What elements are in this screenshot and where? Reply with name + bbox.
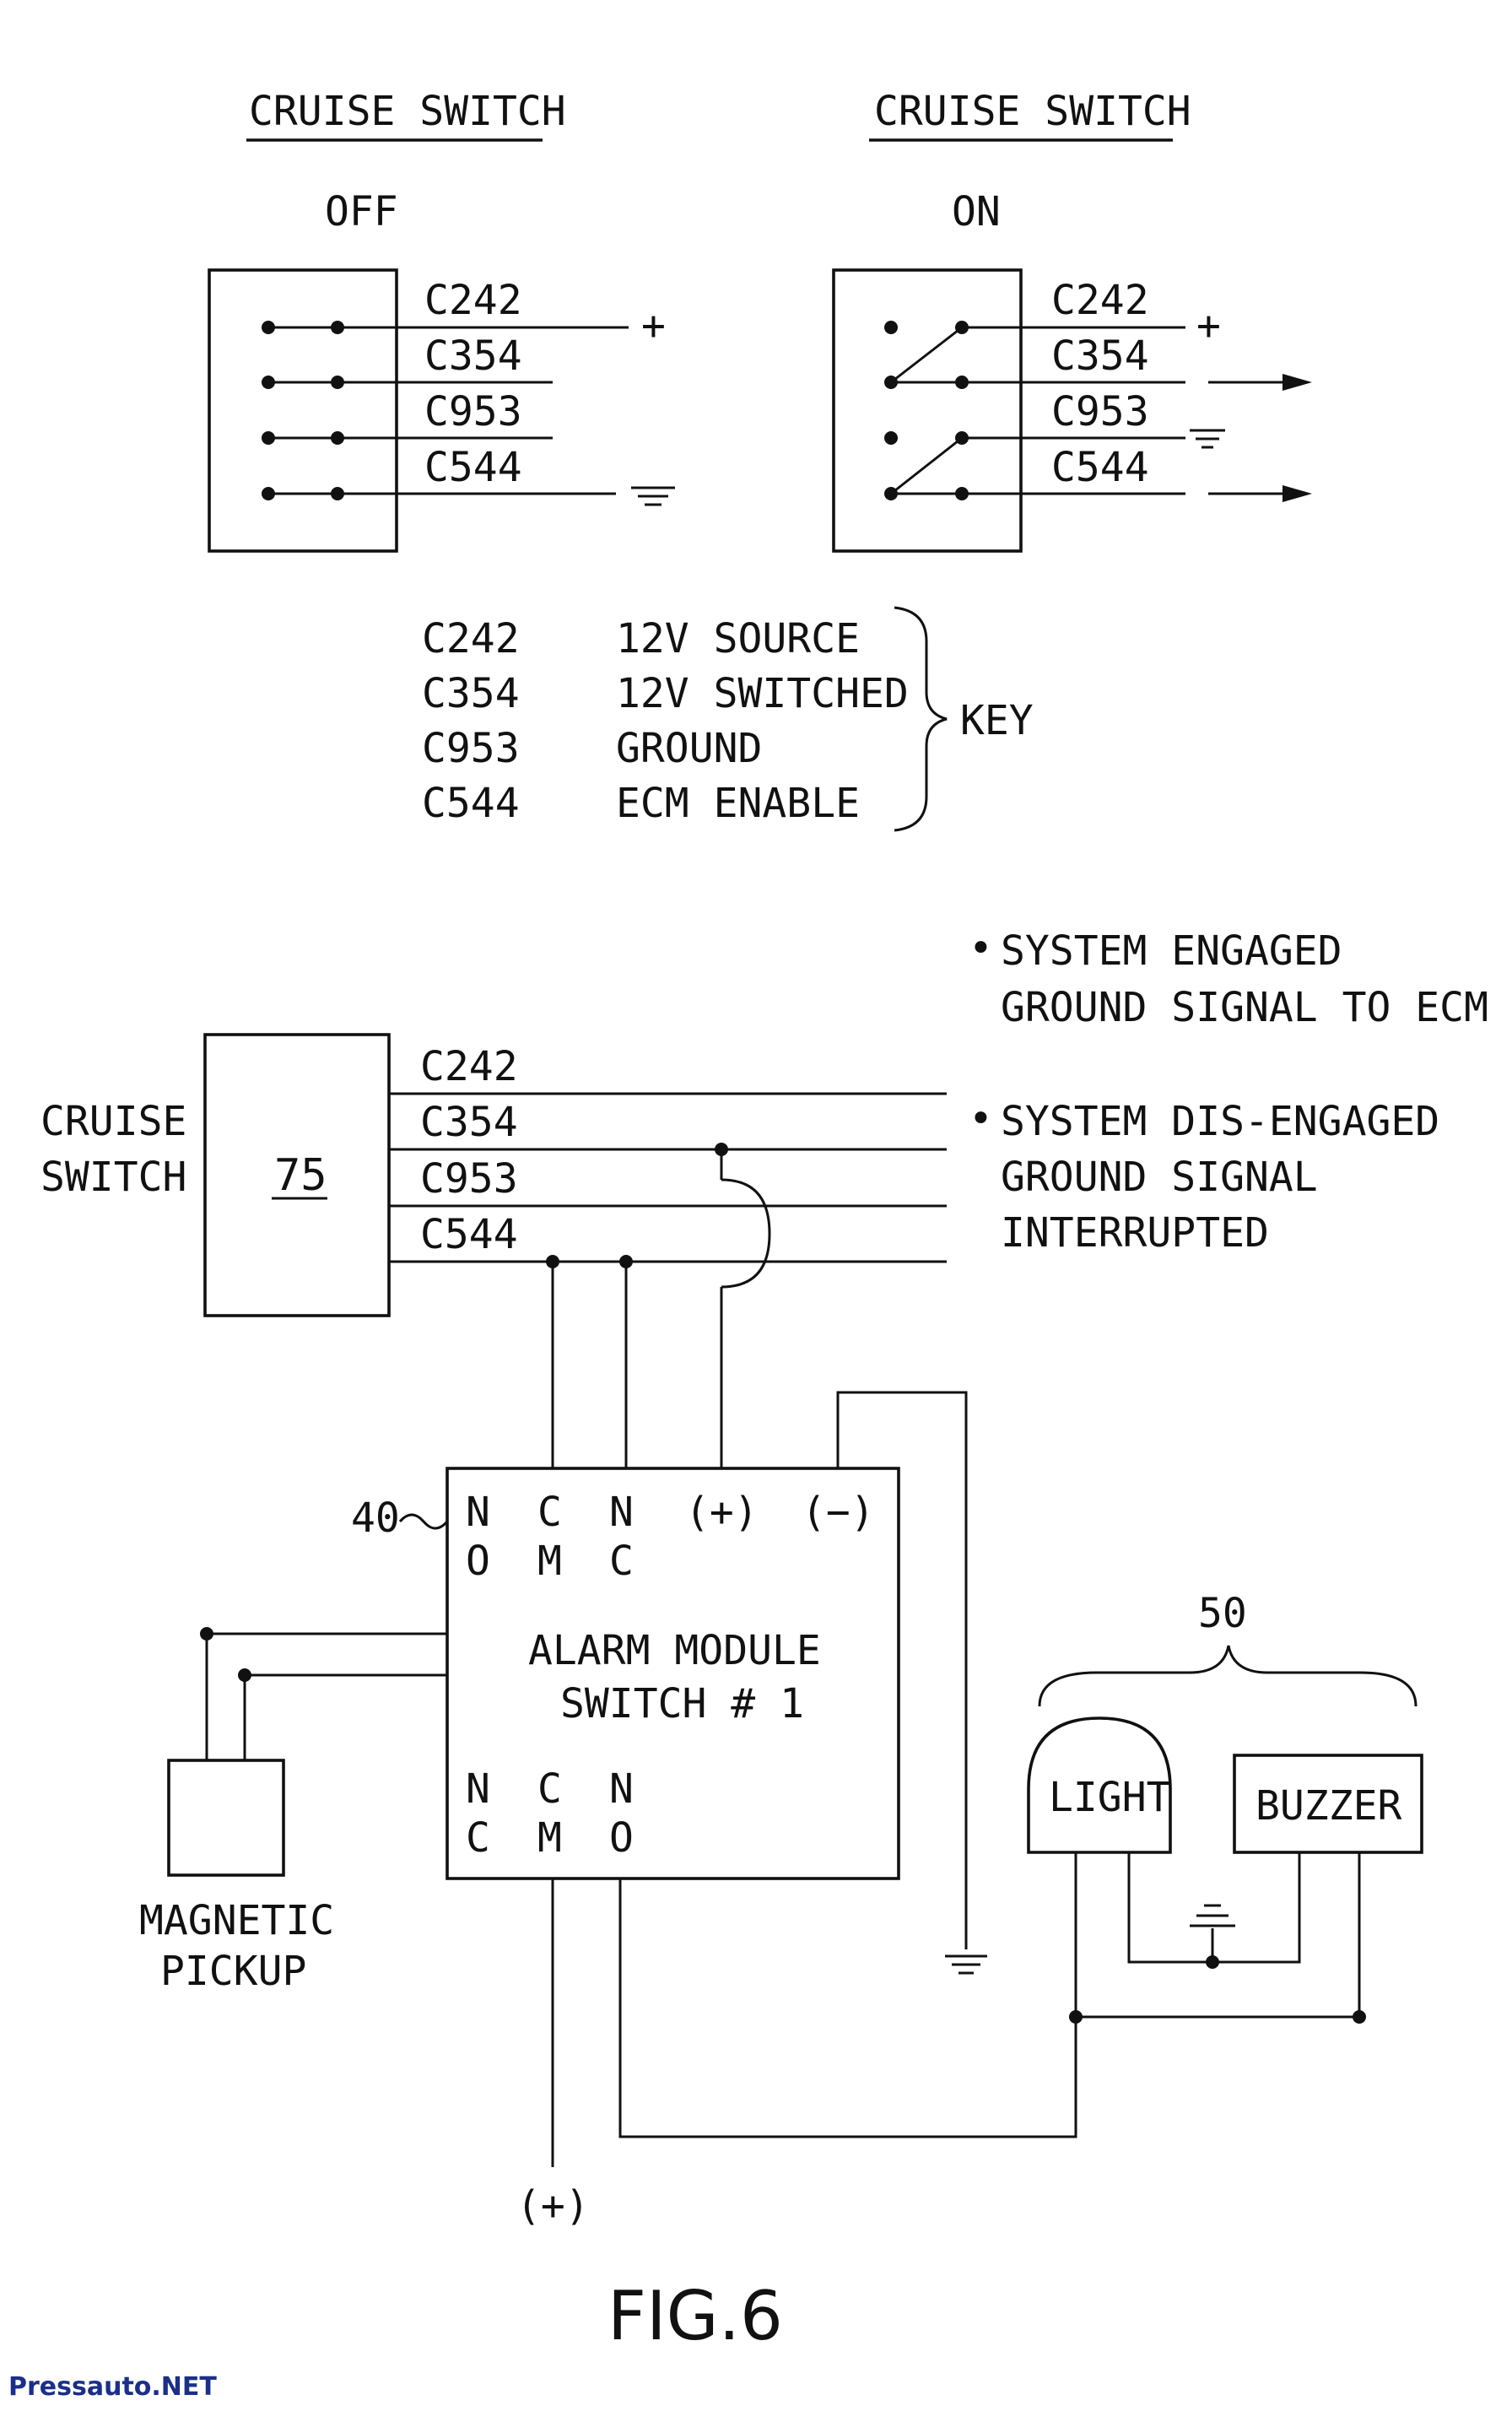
left-switch-title: CRUISE SWITCH	[249, 88, 566, 135]
disengaged-bullet: •	[969, 1095, 993, 1143]
cruise-switch-box	[203, 1033, 391, 1317]
pickup-wires	[200, 1627, 447, 1760]
lower-contact-c354: C354	[420, 1099, 518, 1146]
term-top-2a: C	[537, 1489, 562, 1536]
magnetic-pickup-label-1: MAGNETIC	[139, 1897, 334, 1944]
left-contact-c544: C544	[424, 444, 522, 491]
key-code-3: C953	[422, 725, 520, 772]
disengaged-line-3: INTERRUPTED	[1001, 1209, 1269, 1257]
alarm-module-ref-leader	[398, 1513, 449, 1530]
key-brace	[894, 606, 948, 832]
watermark: Pressauto.NET	[8, 2372, 217, 2402]
light-label: LIGHT	[1049, 1774, 1171, 1821]
magnetic-pickup-label-2: PICKUP	[160, 1948, 306, 1995]
left-ground-icon	[631, 486, 675, 506]
buzzer-label: BUZZER	[1256, 1782, 1401, 1830]
key-desc-2: 12V SWITCHED	[616, 670, 909, 717]
key-code-4: C544	[422, 780, 520, 827]
engaged-bullet: •	[969, 925, 993, 972]
lower-contact-c953: C953	[420, 1155, 518, 1203]
right-contact-c544: C544	[1051, 444, 1149, 491]
left-switch-state: OFF	[325, 188, 398, 235]
buzzer-box	[1233, 1754, 1423, 1854]
term-bot-1a: N	[466, 1765, 490, 1813]
key-desc-3: GROUND	[616, 725, 762, 772]
right-switch-box	[832, 268, 1023, 553]
right-contact-c354: C354	[1051, 332, 1149, 380]
cruise-switch-ref: 75	[274, 1150, 327, 1201]
right-switch-contacts	[884, 321, 1185, 500]
supply-plus-label: (+)	[516, 2182, 590, 2230]
indicator-brace	[1038, 1645, 1418, 1707]
lower-contact-c544: C544	[420, 1211, 518, 1258]
module-feed-wires	[546, 1143, 968, 1949]
indicator-ground-icon	[1190, 1904, 1235, 1927]
module-output-wires	[551, 1879, 1077, 2167]
cruise-switch-label-1: CRUISE	[40, 1098, 186, 1145]
key-code-2: C354	[422, 670, 520, 717]
left-contact-c354: C354	[424, 332, 522, 380]
magnetic-pickup-box	[167, 1759, 285, 1877]
engaged-line-2: GROUND SIGNAL TO ECM	[1001, 984, 1488, 1031]
term-bot-2a: C	[537, 1765, 562, 1813]
disengaged-line-2: GROUND SIGNAL	[1001, 1154, 1318, 1201]
cruise-switch-label-2: SWITCH	[40, 1154, 186, 1201]
figure-caption: FIG.6	[608, 2277, 783, 2355]
term-bot-2b: M	[537, 1814, 562, 1862]
alarm-module-box	[446, 1467, 900, 1880]
key-code-1: C242	[422, 615, 520, 662]
indicator-wires	[1069, 1852, 1366, 2024]
left-switch-box	[208, 268, 398, 553]
alarm-module-title-1: ALARM MODULE	[528, 1627, 821, 1674]
alarm-module-ref: 40	[351, 1495, 400, 1542]
right-arrow-icon	[1208, 374, 1312, 502]
right-ground-icon	[1190, 429, 1225, 449]
term-bot-1b: C	[466, 1814, 490, 1862]
term-top-1a: N	[466, 1489, 490, 1536]
lower-contact-c242: C242	[420, 1043, 518, 1090]
key-desc-4: ECM ENABLE	[616, 780, 860, 827]
cruise-switch-lines	[389, 1092, 947, 1263]
left-switch-contacts	[262, 321, 629, 500]
right-contact-c242: C242	[1051, 277, 1149, 324]
left-contact-c953: C953	[424, 388, 522, 435]
right-contact-c953: C953	[1051, 388, 1149, 435]
right-plus-sign: +	[1196, 302, 1221, 349]
term-top-1b: O	[466, 1538, 490, 1585]
module-ground-icon	[945, 1954, 987, 1975]
term-top-3a: N	[609, 1489, 634, 1536]
left-contact-c242: C242	[424, 277, 522, 324]
key-desc-1: 12V SOURCE	[616, 615, 860, 662]
right-switch-title: CRUISE SWITCH	[874, 88, 1191, 135]
term-bot-3b: O	[609, 1814, 634, 1862]
term-plus: (+)	[685, 1489, 759, 1536]
term-minus: (−)	[802, 1489, 875, 1536]
key-label: KEY	[960, 697, 1034, 744]
disengaged-line-1: SYSTEM DIS-ENGAGED	[1001, 1098, 1439, 1145]
right-switch-state: ON	[952, 188, 1001, 235]
term-top-2b: M	[537, 1538, 562, 1585]
term-top-3b: C	[609, 1538, 634, 1585]
left-plus-sign: +	[641, 302, 666, 349]
engaged-line-1: SYSTEM ENGAGED	[1001, 927, 1342, 975]
alarm-module-title-2: SWITCH # 1	[560, 1680, 804, 1727]
light-lamp	[1027, 1716, 1172, 1854]
indicator-ref: 50	[1198, 1590, 1247, 1637]
term-bot-3a: N	[609, 1765, 634, 1813]
